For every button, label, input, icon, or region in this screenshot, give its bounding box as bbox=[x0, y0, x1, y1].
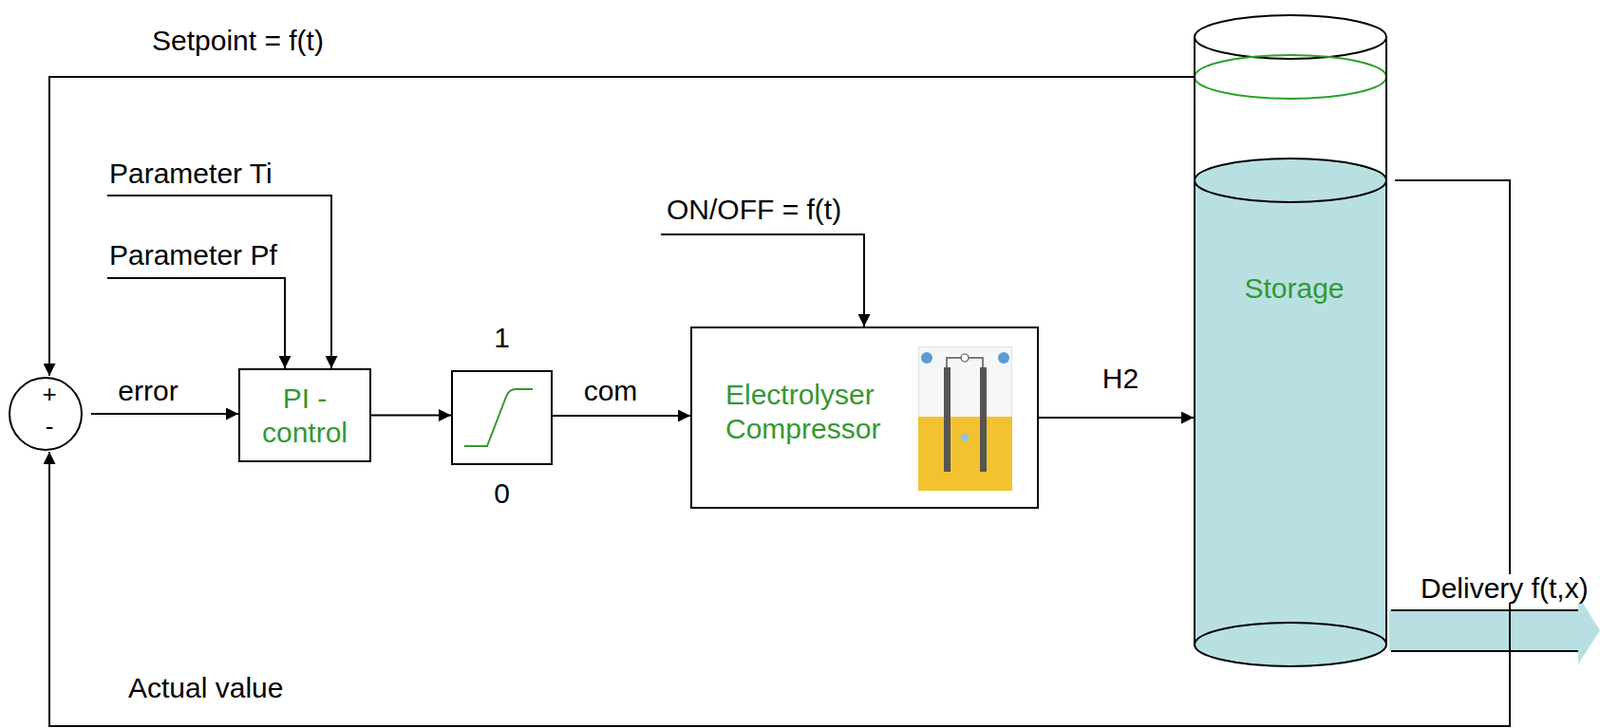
delivery-arrow-head bbox=[1578, 596, 1600, 665]
illustration-frame bbox=[918, 346, 1013, 491]
sign-symbol: + bbox=[7, 381, 92, 407]
signal-connector bbox=[1038, 416, 1194, 419]
tank-wall bbox=[1193, 37, 1196, 645]
electrolyser-illustration bbox=[918, 346, 1013, 491]
tank-liquid bbox=[1194, 180, 1387, 667]
gas-bubble bbox=[997, 352, 1010, 364]
delivery-pipe bbox=[1389, 610, 1580, 652]
gas-bubble bbox=[921, 352, 933, 364]
parameter-line bbox=[107, 278, 285, 369]
signal-label: error bbox=[115, 376, 180, 406]
signal-label: Setpoint = f(t) bbox=[150, 26, 326, 56]
box-label: PI - control bbox=[244, 381, 366, 451]
limit-value: 1 bbox=[451, 320, 553, 356]
electrode bbox=[943, 367, 951, 472]
tank-wall bbox=[1385, 37, 1388, 645]
signal-connector bbox=[371, 414, 452, 417]
signal-label: H2 bbox=[1100, 364, 1141, 394]
saturation-curve bbox=[464, 389, 533, 447]
process-box: Electrolyser Compressor bbox=[690, 326, 1039, 509]
signal-label: Actual value bbox=[126, 674, 285, 703]
saturation-symbol bbox=[452, 372, 544, 464]
cylinder-outline bbox=[1193, 14, 1388, 670]
tank-label: Storage bbox=[1193, 271, 1395, 306]
sign-symbol: - bbox=[7, 414, 92, 439]
parameter-line bbox=[107, 195, 332, 369]
limit-value: 0 bbox=[451, 476, 553, 511]
signal-connector bbox=[552, 414, 691, 417]
signal-label: com bbox=[582, 376, 640, 406]
annotation-label: ON/OFF = f(t) bbox=[664, 195, 844, 225]
on-off-line bbox=[660, 234, 865, 327]
annotation-label: Parameter Ti bbox=[107, 159, 275, 189]
pipe-edge bbox=[1391, 609, 1580, 612]
sum-junction: +- bbox=[7, 376, 92, 452]
signal-connector bbox=[91, 413, 239, 415]
limiter-box bbox=[451, 370, 553, 466]
storage-tank: Storage bbox=[1193, 14, 1395, 670]
annotation-label: Parameter Pf bbox=[107, 241, 280, 270]
power-source bbox=[960, 354, 969, 362]
liquid-surface bbox=[1194, 158, 1387, 203]
box-label: Electrolyser Compressor bbox=[725, 377, 881, 447]
limiter-block: 10 bbox=[451, 320, 553, 511]
annotation-label: Delivery f(t,x) bbox=[1418, 574, 1591, 603]
electrode bbox=[979, 367, 987, 472]
signal-connector bbox=[49, 180, 1510, 727]
controller-box: PI - control bbox=[238, 368, 372, 463]
tank-bottom bbox=[1194, 622, 1387, 667]
pipe-edge bbox=[1391, 650, 1580, 653]
tank-top bbox=[1194, 15, 1387, 59]
setpoint-level bbox=[1194, 55, 1387, 99]
gas-bubble bbox=[960, 433, 969, 442]
electrolyte bbox=[918, 416, 1013, 491]
